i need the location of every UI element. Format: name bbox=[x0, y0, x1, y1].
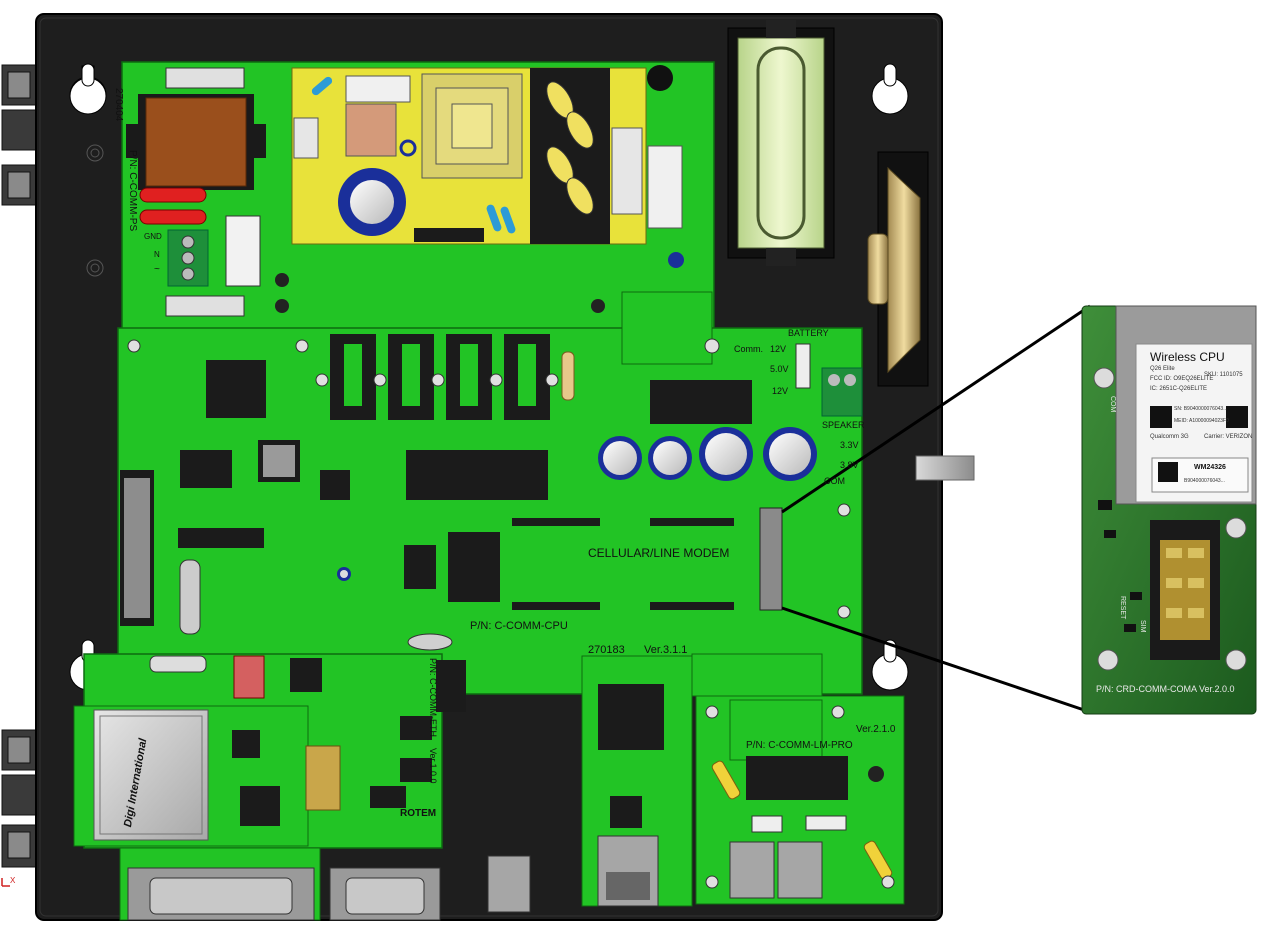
line-modem-part-number: P/N: C-COMM-LM-PRO bbox=[746, 740, 853, 751]
terminal-n-label: N bbox=[154, 250, 160, 259]
relay-holder bbox=[727, 20, 835, 266]
left-side-connectors bbox=[1, 64, 41, 868]
network-board-part-code: 270183 bbox=[588, 644, 625, 656]
module-sticker-sub: B904000076043... bbox=[1184, 478, 1225, 484]
digi-board bbox=[73, 653, 466, 849]
module-meid: MEID: A10000094023F0 bbox=[1174, 418, 1229, 424]
axis-marker: X bbox=[10, 876, 16, 885]
terminal-gnd-label: GND bbox=[144, 232, 162, 241]
power-board-part-number: P/N: C-COMM-PS bbox=[127, 150, 138, 232]
power-board bbox=[121, 61, 715, 331]
v12-top-label: 12V bbox=[770, 344, 787, 354]
module-ic: IC: 2651C-Q26ELITE bbox=[1150, 386, 1208, 392]
module-com-marking: COM bbox=[1109, 396, 1116, 413]
line-modem-board bbox=[691, 653, 905, 905]
com-label: COM bbox=[824, 476, 845, 486]
module-part-number: P/N: CRD-COMM-COMA Ver.2.0.0 bbox=[1096, 684, 1235, 694]
v50-label: 5.0V bbox=[770, 364, 789, 374]
module-title: Wireless CPU bbox=[1150, 350, 1225, 364]
battery-label: BATTERY bbox=[788, 328, 829, 338]
module-sku: SKU: 1101075 bbox=[1204, 372, 1243, 378]
cellular-module bbox=[1081, 305, 1257, 715]
module-model: Q26 Elite bbox=[1150, 366, 1175, 372]
bottom-dsub-connectors bbox=[119, 847, 531, 921]
module-brand: Qualcomm 3G bbox=[1150, 434, 1189, 440]
module-carrier: Carrier: VERIZON bbox=[1204, 434, 1253, 440]
module-fcc-id: FCC ID: O9EQ26ELITE bbox=[1150, 376, 1214, 382]
speaker-label: SPEAKER bbox=[822, 420, 865, 430]
comm-label: Comm. bbox=[734, 344, 763, 354]
modem-header bbox=[759, 507, 783, 611]
v38-label: 3.8V bbox=[840, 460, 859, 470]
terminal-l-label: ~ bbox=[154, 264, 160, 275]
digi-maker: ROTEM bbox=[400, 808, 437, 819]
cpu-board bbox=[117, 291, 863, 695]
module-sn: SN: B9040000076043... bbox=[1174, 406, 1228, 412]
callout-line-bottom bbox=[781, 606, 1091, 714]
digi-part-number: P/N: C-COMM-ETH bbox=[428, 658, 438, 737]
callout-line-top bbox=[781, 304, 1091, 514]
power-board-part-code: 270404 bbox=[113, 88, 124, 122]
modem-slot-label: CELLULAR/LINE MODEM bbox=[588, 546, 730, 560]
speaker bbox=[867, 151, 929, 387]
network-board-version: Ver.3.1.1 bbox=[644, 644, 688, 656]
module-reset-marking: RESET bbox=[1119, 596, 1126, 620]
digi-version: Ver.1.0.0 bbox=[428, 748, 438, 784]
cpu-board-part-number: P/N: C-COMM-CPU bbox=[470, 620, 568, 632]
module-sticker-code: WM24326 bbox=[1194, 464, 1226, 471]
v12-bottom-label: 12V bbox=[772, 386, 789, 396]
line-modem-version: Ver.2.1.0 bbox=[856, 724, 896, 735]
network-board bbox=[581, 655, 693, 907]
module-sim-marking: SIM bbox=[1139, 620, 1146, 633]
v33-label: 3.3V bbox=[840, 440, 859, 450]
